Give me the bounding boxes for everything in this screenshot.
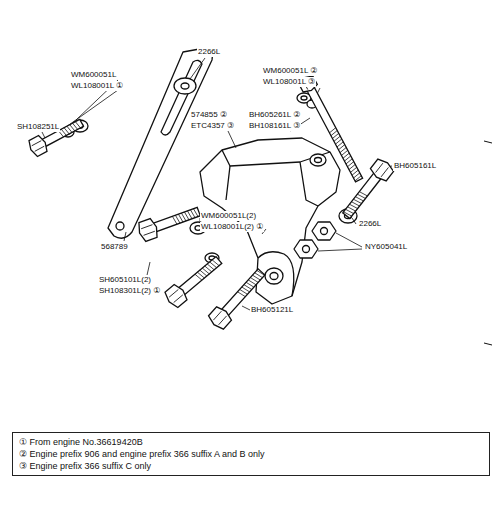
- part-number: BH605161L: [393, 161, 437, 171]
- part-number: WM600051L(2): [200, 211, 257, 221]
- part-number: BH605261L ②: [248, 110, 301, 120]
- part-number: NY605041L: [364, 242, 408, 252]
- part-number: BH605121L: [250, 305, 294, 315]
- part-number: 574855 ②: [190, 110, 228, 120]
- part-number: WL108001L ③: [262, 77, 316, 87]
- part-number: BH108161L ③: [248, 121, 301, 131]
- part-number: SH605101L(2): [98, 275, 152, 285]
- part-number: 2266L: [197, 47, 221, 57]
- part-number: SH108301L(2) ①: [98, 286, 161, 296]
- part-number: SH108251L: [16, 122, 60, 132]
- part-number: WL108001L ①: [70, 81, 124, 91]
- part-number: WM600051L ②: [262, 66, 318, 76]
- mounting-bracket: [200, 138, 340, 304]
- washer: [174, 78, 196, 94]
- part-number: WL108001L(2) ①: [200, 222, 264, 232]
- bolt: [163, 252, 226, 309]
- part-number: ETC4357 ③: [190, 121, 235, 131]
- bolt: [298, 74, 367, 184]
- part-number: WM600051L: [70, 70, 117, 80]
- nyloc-nut: [312, 222, 336, 240]
- footnote-text: ① From engine No.36619420B: [19, 436, 483, 448]
- bolt: [136, 202, 202, 242]
- footnote-text: ③ Engine prefix 366 suffix C only: [19, 460, 483, 472]
- adjusting-strap: [108, 48, 212, 238]
- part-number: 568789: [100, 242, 129, 252]
- footnote-text: ② Engine prefix 906 and engine prefix 36…: [19, 448, 483, 460]
- nyloc-nut: [294, 240, 318, 258]
- footnote-box: ① From engine No.36619420B② Engine prefi…: [12, 432, 490, 476]
- bolt: [338, 157, 395, 222]
- bolt: [207, 265, 269, 331]
- part-number: 2266L: [358, 219, 382, 229]
